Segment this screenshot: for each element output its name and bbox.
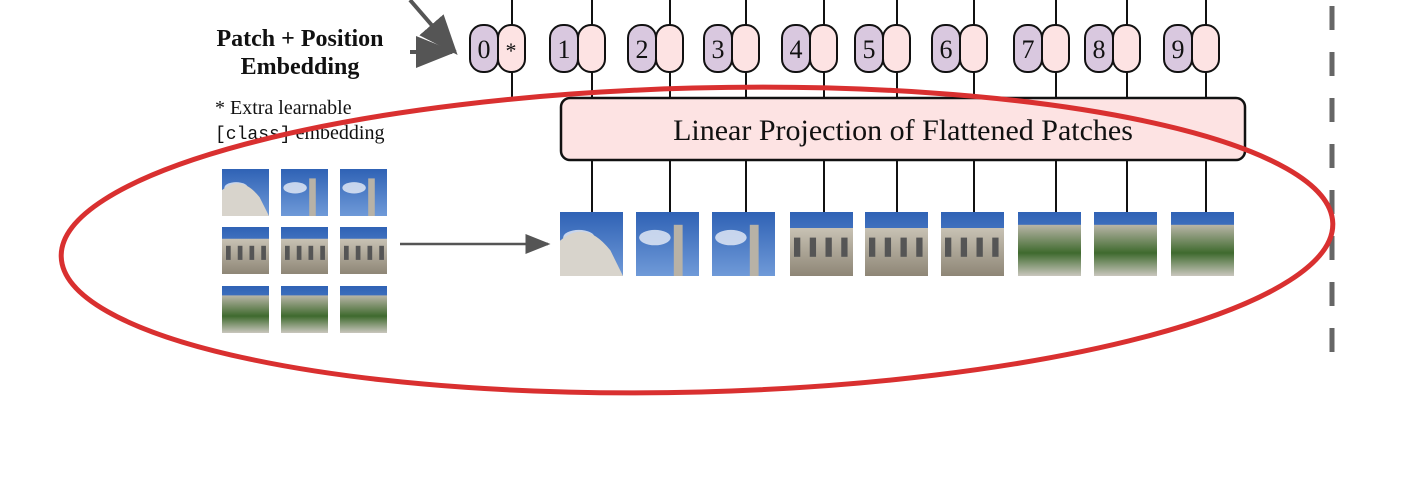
patch-embedding <box>577 24 606 73</box>
position-number: 8 <box>1093 35 1106 64</box>
image-patch <box>340 286 387 333</box>
image-patch <box>712 212 775 276</box>
image-patch <box>281 286 328 333</box>
image-patch <box>865 212 928 276</box>
note-line1: * Extra learnable <box>215 97 352 119</box>
position-number: 5 <box>863 35 876 64</box>
patch-embedding <box>809 24 838 73</box>
image-patch <box>1171 212 1234 276</box>
image-patch <box>790 212 853 276</box>
patch-embedding <box>1041 24 1070 73</box>
position-number: 1 <box>558 35 571 64</box>
token-5: 5 <box>854 24 911 73</box>
token-2: 2 <box>627 24 684 73</box>
image-patch <box>281 227 328 274</box>
patch-embedding <box>882 24 911 73</box>
patch-sequence <box>560 212 1234 276</box>
position-number: 4 <box>790 35 803 64</box>
annotation-ellipse <box>58 84 1336 396</box>
embedding-label-line1: Patch + Position <box>216 26 383 52</box>
patch-embedding <box>959 24 988 73</box>
patch-embedding <box>497 24 526 73</box>
image-patch <box>281 169 328 216</box>
input-image-grid <box>222 169 387 333</box>
image-patch <box>222 286 269 333</box>
image-patch <box>1094 212 1157 276</box>
image-patch <box>222 227 269 274</box>
position-number: 0 <box>478 35 491 64</box>
image-patch <box>340 169 387 216</box>
token-1: 1 <box>549 24 606 73</box>
position-number: 3 <box>712 35 725 64</box>
linear-projection-label: Linear Projection of Flattened Patches <box>673 114 1133 147</box>
position-number: 6 <box>940 35 953 64</box>
token-3: 3 <box>703 24 760 73</box>
image-patch <box>636 212 699 276</box>
embedding-label-line2: Embedding <box>241 54 360 80</box>
class-token-symbol: * <box>506 38 517 63</box>
patch-embedding <box>1112 24 1141 73</box>
image-patch <box>560 212 623 276</box>
token-6: 6 <box>931 24 988 73</box>
position-number: 7 <box>1022 35 1035 64</box>
token-0: 0* <box>469 24 526 73</box>
image-patch <box>941 212 1004 276</box>
position-number: 2 <box>636 35 649 64</box>
position-number: 9 <box>1172 35 1185 64</box>
image-patch <box>340 227 387 274</box>
token-8: 8 <box>1084 24 1141 73</box>
token-9: 9 <box>1163 24 1220 73</box>
patch-embedding <box>731 24 760 73</box>
image-patch <box>222 169 269 216</box>
linear-projection-box <box>559 96 1247 162</box>
patch-embedding <box>655 24 684 73</box>
connector-lines <box>511 0 1207 212</box>
token-4: 4 <box>781 24 838 73</box>
patch-embedding <box>1191 24 1220 73</box>
token-7: 7 <box>1013 24 1070 73</box>
image-patch <box>1018 212 1081 276</box>
embedding-arrow <box>408 0 458 56</box>
